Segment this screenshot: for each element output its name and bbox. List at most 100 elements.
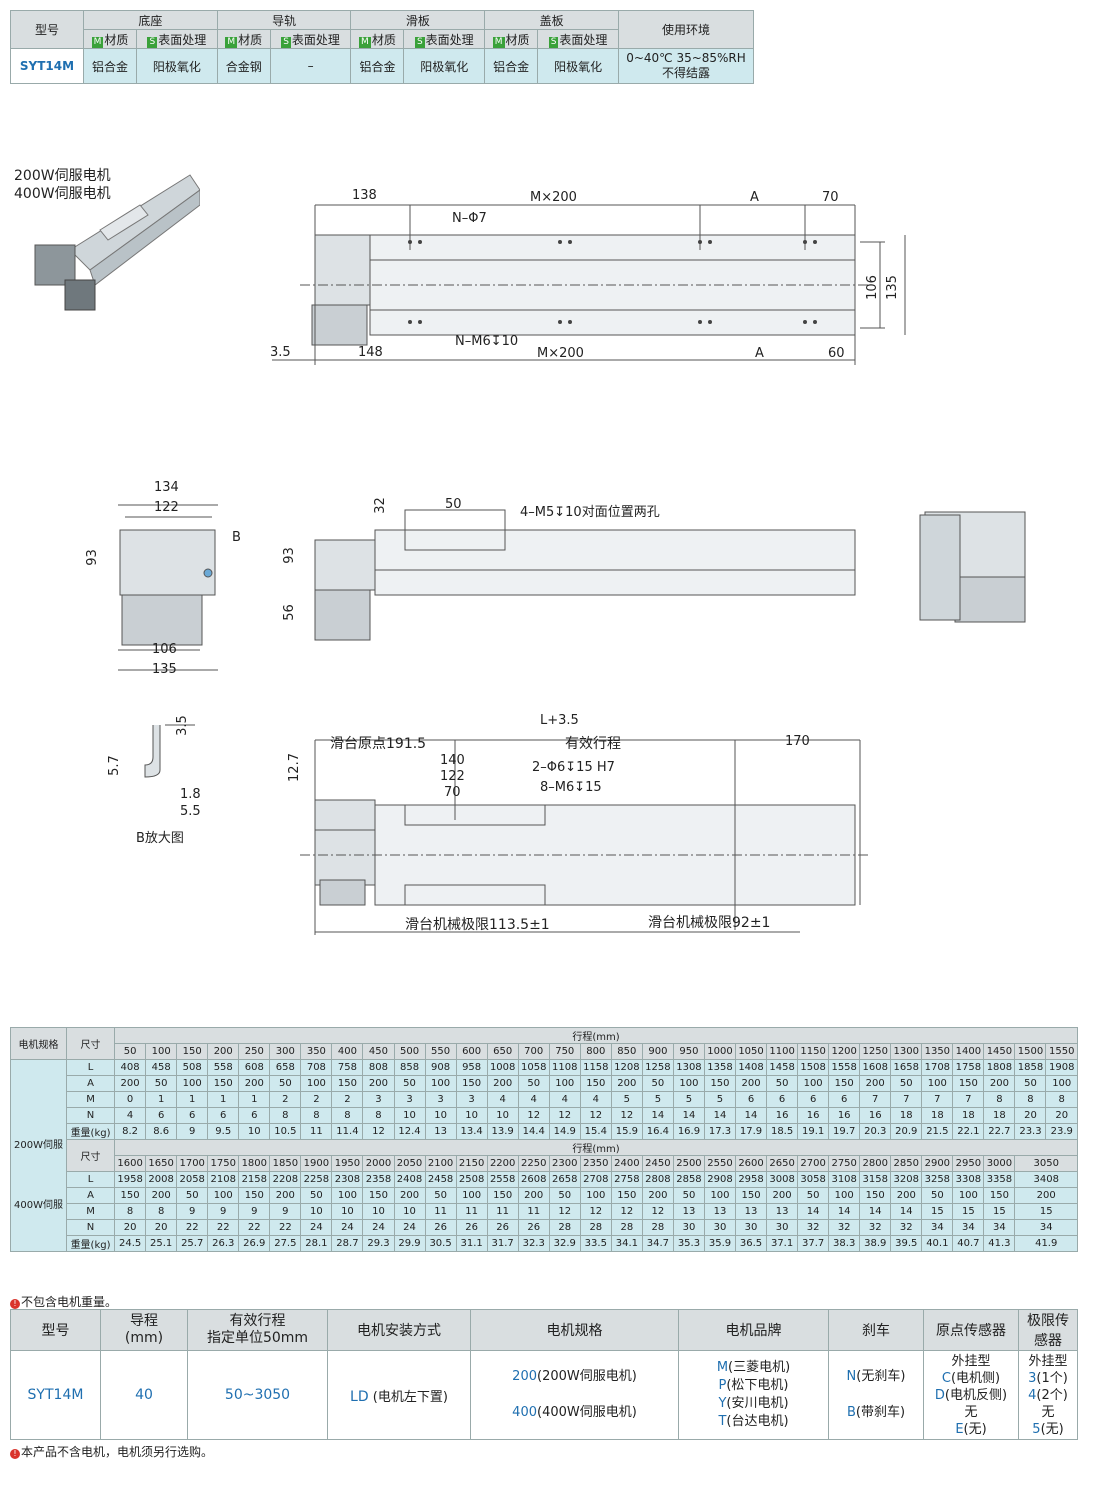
stroke-cell: 33.5 (579, 1235, 612, 1252)
bottom-view-drawing (300, 739, 870, 935)
sub-label: 表面处理 (425, 32, 474, 47)
stroke-value: 1250 (859, 1043, 892, 1060)
stroke-cell: 2308 (331, 1171, 364, 1188)
stroke-cell: 34 (952, 1219, 985, 1236)
order-table: 型号 导程(mm) 有效行程指定单位50mm 电机安装方式 电机规格 电机品牌 … (10, 1309, 1078, 1440)
stroke-cell: 8.6 (145, 1123, 178, 1140)
stroke-value: 100 (145, 1043, 178, 1060)
spec-group-slider: 滑板 (350, 10, 486, 30)
stroke-cell: 18 (921, 1107, 954, 1124)
stroke-cell: 150 (455, 1075, 488, 1092)
stroke-cell: 1358 (703, 1059, 737, 1076)
stroke-cell: 200 (145, 1187, 178, 1204)
stroke-cell: 28 (610, 1219, 643, 1236)
stroke-cell: 26.3 (207, 1235, 240, 1252)
stroke-cell: 200 (610, 1075, 643, 1092)
dim-12-7: 12.7 (286, 753, 302, 782)
spec-group-base: 底座 (83, 10, 218, 30)
dim-106-top: 106 (864, 275, 880, 300)
stroke-cell: 20 (114, 1219, 147, 1236)
stroke-cell: 16.4 (641, 1123, 674, 1140)
stroke-cell: 14 (703, 1107, 737, 1124)
stroke-cell: 13 (703, 1203, 737, 1220)
stroke-cell: 19.1 (797, 1123, 830, 1140)
stroke-cell: 150 (331, 1075, 364, 1092)
spec-value: 铝合金 (350, 48, 405, 84)
stroke-cell: 5 (641, 1091, 674, 1108)
brand-name: (松下电机) (726, 1378, 789, 1393)
stroke-cell: 30 (672, 1219, 705, 1236)
surface-badge: S (414, 36, 425, 48)
stroke-cell: 22.1 (952, 1123, 985, 1140)
stroke-cell: 200 (641, 1187, 674, 1204)
stroke-cell: 38.3 (828, 1235, 861, 1252)
stroke-cell: 15.9 (610, 1123, 643, 1140)
stroke-cell: 2558 (486, 1171, 519, 1188)
spec-group-cover: 盖板 (484, 10, 619, 30)
stroke-cell: 10 (393, 1203, 426, 1220)
stroke-value: 2900 (921, 1155, 954, 1172)
order-header-stroke: 有效行程指定单位50mm (187, 1309, 328, 1351)
stroke-cell: 37.1 (766, 1235, 799, 1252)
origin-title: 外挂型 (951, 1353, 991, 1369)
stroke-cell: 32.9 (548, 1235, 581, 1252)
stroke-cell: 16 (797, 1107, 830, 1124)
stroke-cell: 11.4 (331, 1123, 364, 1140)
stroke-cell: 20.3 (859, 1123, 892, 1140)
sub-label: 表面处理 (158, 32, 207, 47)
spec-group-rail: 导轨 (216, 10, 352, 30)
dim-50: 50 (445, 497, 462, 512)
stroke-cell: 2258 (300, 1171, 333, 1188)
stroke-cell: 24 (331, 1219, 364, 1236)
stroke-cell: 50 (145, 1075, 178, 1092)
stroke-value: 350 (300, 1043, 333, 1060)
stroke-cell: 11 (517, 1203, 550, 1220)
origin-none: 无 (964, 1404, 978, 1420)
stroke-cell: 408 (114, 1059, 147, 1076)
stroke-cell: 150 (828, 1075, 861, 1092)
stroke-cell: 8 (362, 1107, 395, 1124)
stroke-cell: 2658 (548, 1171, 581, 1188)
stroke-cell: 2958 (735, 1171, 768, 1188)
dim-m5-holes: 4–M5↧10对面位置两孔 (520, 505, 660, 520)
dim-134: 134 (154, 480, 179, 495)
dim-148: 148 (358, 345, 383, 360)
stroke-cell: 6 (238, 1107, 271, 1124)
stroke-cell: 24 (362, 1219, 395, 1236)
note-icon: ! (10, 1449, 20, 1459)
stroke-cell: 150 (610, 1187, 643, 1204)
dim-limit-113-5: 滑台机械极限113.5±1 (405, 917, 550, 933)
stroke-cell: 150 (207, 1075, 240, 1092)
spec-value: 阳极氧化 (135, 48, 218, 84)
dim-122: 122 (154, 500, 179, 515)
stroke-value: 2050 (393, 1155, 426, 1172)
dim-detail-3-5: 3.5 (174, 715, 190, 736)
stroke-cell: 858 (393, 1059, 426, 1076)
stroke-cell: 1458 (766, 1059, 799, 1076)
header-line: 指定单位50mm (206, 1330, 309, 1346)
stroke-cell: 3258 (921, 1171, 954, 1188)
spec-model-value: SYT14M (10, 48, 84, 84)
stroke-value: 1850 (269, 1155, 302, 1172)
stroke-cell: 7 (890, 1091, 923, 1108)
stroke-cell: 150 (238, 1187, 271, 1204)
stroke-cell: 13 (672, 1203, 705, 1220)
origin-desc: (电机侧) (950, 1370, 1001, 1386)
stroke-cell: 658 (269, 1059, 302, 1076)
stroke-cell: 14 (828, 1203, 861, 1220)
stroke-cell: 12 (579, 1107, 612, 1124)
spec-200-option: 200(200W伺服电机) (473, 1359, 676, 1395)
stroke-cell: 1558 (828, 1059, 861, 1076)
stroke-cell: 10 (393, 1107, 426, 1124)
sub-label: 材质 (104, 32, 129, 47)
stroke-cell: 15 (952, 1203, 985, 1220)
stroke-cell: 150 (952, 1075, 985, 1092)
origin-option: D(电机反侧) (926, 1387, 1016, 1404)
stroke-cell: 14 (672, 1107, 705, 1124)
dim-56: 56 (281, 604, 297, 621)
stroke-cell: 18 (983, 1107, 1016, 1124)
stroke-cell: 38.9 (859, 1235, 892, 1252)
